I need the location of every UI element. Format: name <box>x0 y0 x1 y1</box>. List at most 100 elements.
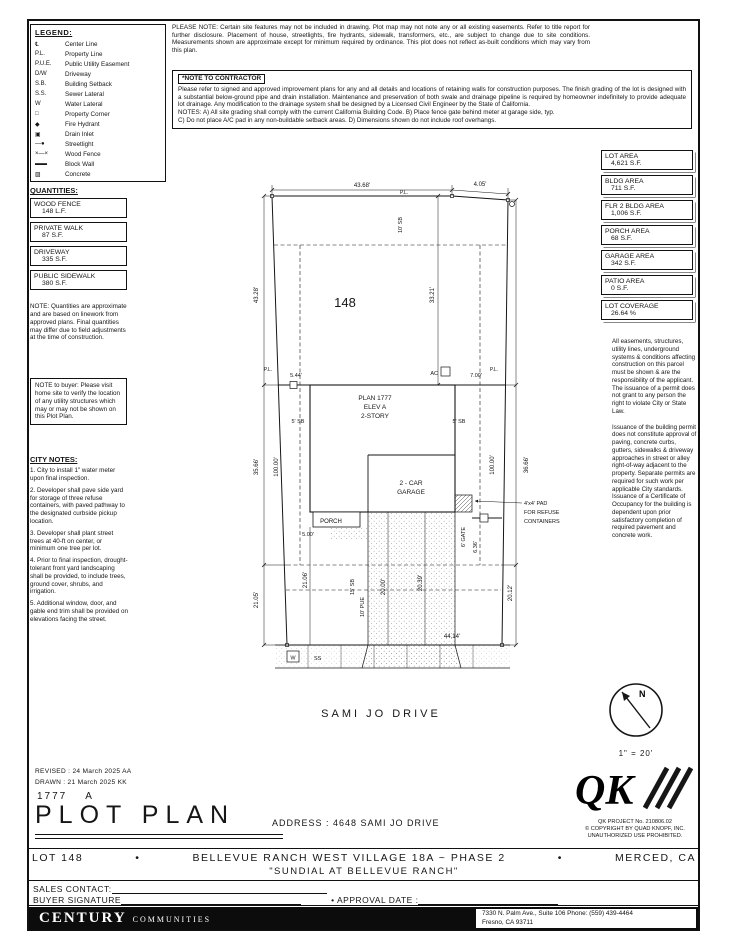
pl-label-right: P.L. <box>490 367 498 373</box>
legend-label: Driveway <box>65 70 91 78</box>
permit-note: Issuance of the building permit does not… <box>612 423 697 540</box>
public-sidewalk-area <box>275 645 510 668</box>
contractor-note-body: Please refer to signed and approved impr… <box>178 85 686 109</box>
legend-label: Fire Hydrant <box>65 120 100 128</box>
brand-name: CENTURY <box>39 910 127 926</box>
property-boundary <box>271 195 509 646</box>
qk-logo-text: QK <box>575 768 636 814</box>
legend-item-pue: P.U.E.Public Utility Easement <box>35 59 161 69</box>
right-gate <box>479 513 489 523</box>
sales-contact-line[interactable] <box>111 885 327 894</box>
legend-label: Building Setback <box>65 80 112 88</box>
city-note-1: 1. City to install 1" water meter upon f… <box>30 467 116 483</box>
driveway-area <box>368 512 455 645</box>
sb-10-label: 10' SB <box>398 217 404 233</box>
legend-item-concrete: ▨Concrete <box>35 169 161 179</box>
bldg-area-value: 711 S.F. <box>611 185 636 192</box>
refuse-pad <box>454 494 473 513</box>
dim-21-05: 21.05' <box>254 592 260 608</box>
qk-copyright: © COPYRIGHT BY QUAD KNOPF, INC. <box>585 825 685 832</box>
dim-20-39: 20.39' <box>418 575 424 591</box>
refuse-pad-leader <box>474 499 523 504</box>
porch-area-value: 68 S.F. <box>611 235 633 242</box>
drawn-line: DRAWN : 21 March 2025 KK <box>35 779 127 786</box>
buyer-signature-line[interactable] <box>121 896 302 905</box>
north-arrow: N <box>609 683 663 737</box>
plan-label-3: 2-STORY <box>361 413 390 420</box>
revised-line: REVISED : 24 March 2025 AA <box>35 768 132 775</box>
footer-bullet: • <box>135 852 141 864</box>
legend-label: Property Corner <box>65 110 110 118</box>
dim-21-06: 21.06' <box>303 572 309 588</box>
address-line: ADDRESS : 4648 SAMI JO DRIVE <box>272 818 440 828</box>
refuse-pad-label-2: FOR REFUSE <box>524 510 560 516</box>
legend-box: LEGEND: ℄Center Line P.L.Property Line P… <box>30 24 166 182</box>
sales-contact-row: SALES CONTACT: <box>33 884 327 894</box>
dim-44-14: 44.14' <box>444 634 460 640</box>
quantities-title: QUANTITIES: <box>30 186 78 195</box>
property-corner-symbol: □ <box>35 111 39 117</box>
legend-label: Concrete <box>65 170 91 178</box>
city-note-2: 2. Developer shall pave side yard for st… <box>30 486 125 526</box>
legend-item-property-corner: □ Property Corner <box>35 109 161 119</box>
lot-area-value: 4,621 S.F. <box>611 160 642 167</box>
qk-project-number: QK PROJECT No. 210806.02 <box>598 819 672 825</box>
patio-area-label: PATIO AREA <box>605 278 645 285</box>
garage-label-1: 2 - CAR <box>399 480 422 487</box>
private-walk-area <box>331 527 368 539</box>
sidewalk-lines <box>275 644 510 669</box>
dim-20-12: 20.12' <box>508 585 514 601</box>
pue-symbol: P.U.E. <box>35 61 52 67</box>
sb-15-label: 15' SB <box>350 579 356 595</box>
lot-number: 148 <box>334 295 356 310</box>
sb-5-right-label: 5' SB <box>453 419 466 425</box>
city-note-4: 4. Prior to final inspection, drought-to… <box>30 557 128 596</box>
water-meter-box <box>286 650 300 663</box>
porch-area-label: PORCH AREA <box>605 228 650 235</box>
garage-label-2: GARAGE <box>397 489 425 496</box>
legend-item-centerline: ℄Center Line <box>35 39 161 49</box>
flr2-bldg-area-label: FLR 2 BLDG AREA <box>605 203 664 210</box>
sewer-lateral-symbol: S.S. <box>35 91 47 97</box>
plan-label-2: ELEV A <box>364 404 387 411</box>
porch-label: PORCH <box>320 519 342 525</box>
footer-tract: BELLEVUE RANCH WEST VILLAGE 18A ~ PHASE … <box>192 852 506 864</box>
divider <box>29 848 698 849</box>
block-wall-symbol: ▬▬ <box>35 161 47 167</box>
north-letter: N <box>639 689 646 699</box>
dim-35-66: 35.66' <box>254 459 260 475</box>
house-outline <box>309 384 456 513</box>
sheet-title: PLOT PLAN <box>35 801 236 829</box>
centerline-symbol: ℄ <box>35 41 39 48</box>
brand-address-line2: Fresno, CA 93711 <box>482 918 534 926</box>
dim-36-66: 36.66' <box>524 457 530 473</box>
contractor-note-list-1: NOTES: A) All site grading shall comply … <box>178 108 555 116</box>
approval-date-line[interactable] <box>418 896 559 905</box>
ac-pad <box>440 366 451 377</box>
approval-date-label: • APPROVAL DATE : <box>331 895 419 905</box>
buyer-note-box: NOTE to buyer: Please visit home site to… <box>30 378 127 426</box>
city-notes: CITY NOTES: 1. City to install 1" water … <box>30 455 129 628</box>
plan-label-1: PLAN 1777 <box>358 395 392 402</box>
divider <box>29 880 698 881</box>
plan-number: 1777 <box>37 791 68 802</box>
title-underline-2 <box>35 838 283 839</box>
wood-fence-symbol: ×—× <box>35 151 49 157</box>
driveway-value: 335 S.F. <box>42 256 67 263</box>
contractor-note-list-2: C) Do not place A/C pad in any non-build… <box>178 116 497 124</box>
streetlight-symbol: —● <box>35 141 45 147</box>
bldg-area-label: BLDG AREA <box>605 178 644 185</box>
city-notes-title: CITY NOTES: <box>30 455 78 464</box>
driveway-edges <box>361 512 462 669</box>
city-note-3: 3. Developer shall plant street trees at… <box>30 529 114 553</box>
